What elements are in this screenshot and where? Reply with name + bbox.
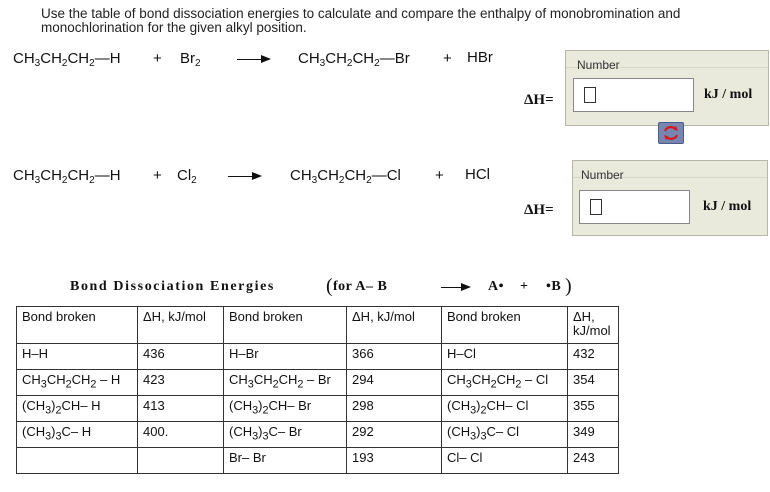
table-cell: 294 [346, 369, 442, 396]
table-cell: (CH3)2CH– Cl [441, 395, 568, 422]
table-cell: 413 [137, 395, 224, 422]
reaction2-reactant: CH3CH2CH2—H [13, 167, 121, 186]
table-cell: 292 [346, 421, 442, 448]
bde-arrow [441, 281, 471, 293]
table-cell: 436 [137, 343, 224, 370]
reaction2-product: CH3CH2CH2—Cl [290, 167, 401, 186]
table-header-row: Bond broken ΔH, kJ/mol Bond broken ΔH, k… [16, 306, 619, 344]
swap-answers-button[interactable] [658, 122, 684, 144]
bde-plus: + [520, 279, 529, 294]
table-cell [16, 447, 138, 474]
answer-box-label: Number [581, 168, 624, 182]
table-cell: 423 [137, 369, 224, 396]
table-cell: (CH3)2CH– Br [223, 395, 347, 422]
bde-right-paren: ) [565, 275, 572, 297]
reaction2-plus2: + [435, 167, 444, 184]
table-cell: CH3CH2CH2 – Cl [441, 369, 568, 396]
table-cell: 243 [567, 447, 619, 474]
reaction2-reagent: Cl2 [177, 167, 197, 186]
table-row: (CH3)3C– H 400. (CH3)3C– Br 292 (CH3)3C–… [16, 421, 619, 448]
answer-box-header [566, 51, 768, 68]
table-cell: (CH3)3C– Br [223, 421, 347, 448]
table-cell: (CH3)3C– Cl [441, 421, 568, 448]
reaction2-enthalpy-text[interactable] [580, 191, 689, 223]
reaction1-answer-box: Number kJ / mol [565, 50, 769, 126]
reaction2-answer-box: Number kJ / mol [572, 160, 768, 236]
bde-left-paren: ( [326, 275, 333, 297]
table-cell: 298 [346, 395, 442, 422]
reaction1-arrow [237, 53, 271, 65]
reaction1-reagent: Br2 [180, 50, 201, 69]
header-bond-broken: Bond broken [441, 306, 568, 344]
reaction1-enthalpy-text[interactable] [574, 79, 693, 111]
reaction2-delta-h-label: ΔH= [524, 202, 554, 218]
table-cell: 193 [346, 447, 442, 474]
table-cell: CH3CH2CH2 – Br [223, 369, 347, 396]
bond-dissociation-table: Bond broken ΔH, kJ/mol Bond broken ΔH, k… [16, 306, 619, 474]
table-cell: Cl– Cl [441, 447, 568, 474]
table-cell: 355 [567, 395, 619, 422]
reaction2-enthalpy-input[interactable] [579, 190, 690, 224]
header-delta-h: ΔH, kJ/mol [137, 306, 224, 344]
red-swap-arrows-icon [663, 126, 679, 140]
reaction1-reactant: CH3CH2CH2—H [13, 50, 121, 69]
reaction1-delta-h-label: ΔH= [524, 92, 554, 108]
reaction1-plus2: + [443, 50, 452, 67]
table-cell [137, 447, 224, 474]
reaction2-unit: kJ / mol [703, 199, 752, 214]
reaction1-byproduct: HBr [467, 49, 493, 66]
table-row: Br– Br 193 Cl– Cl 243 [16, 447, 619, 474]
reaction2-byproduct: HCl [465, 166, 490, 183]
table-cell: (CH3)2CH– H [16, 395, 138, 422]
reaction1-plus: + [153, 50, 162, 67]
table-row: H–H 436 H–Br 366 H–Cl 432 [16, 343, 619, 370]
table-cell: 354 [567, 369, 619, 396]
header-delta-h: ΔH, kJ/mol [346, 306, 442, 344]
table-cell: Br– Br [223, 447, 347, 474]
reaction1-unit: kJ / mol [704, 87, 753, 102]
reaction2-plus: + [153, 167, 162, 184]
table-cell: 400. [137, 421, 224, 448]
bde-for-text: for A– B [333, 279, 388, 294]
table-cell: H–Br [223, 343, 347, 370]
header-bond-broken: Bond broken [16, 306, 138, 344]
answer-box-label: Number [577, 58, 620, 72]
bde-product-a: A• [488, 279, 505, 294]
table-cell: H–H [16, 343, 138, 370]
table-cell: (CH3)3C– H [16, 421, 138, 448]
table-cell: 349 [567, 421, 619, 448]
table-cell: 432 [567, 343, 619, 370]
header-delta-h: ΔH, kJ/mol [567, 306, 619, 344]
bde-product-b: •B [546, 279, 562, 294]
table-cell: 366 [346, 343, 442, 370]
instructions-text: Use the table of bond dissociation energ… [41, 6, 681, 35]
reaction1-product: CH3CH2CH2—Br [298, 50, 410, 69]
header-bond-broken: Bond broken [223, 306, 347, 344]
bde-title: Bond Dissociation Energies [70, 279, 275, 294]
table-cell: CH3CH2CH2 – H [16, 369, 138, 396]
reaction1-enthalpy-input[interactable] [573, 78, 694, 112]
reaction2-arrow [228, 170, 262, 182]
table-cell: H–Cl [441, 343, 568, 370]
table-row: CH3CH2CH2 – H 423 CH3CH2CH2 – Br 294 CH3… [16, 369, 619, 396]
table-row: (CH3)2CH– H 413 (CH3)2CH– Br 298 (CH3)2C… [16, 395, 619, 422]
answer-box-header [573, 161, 767, 178]
